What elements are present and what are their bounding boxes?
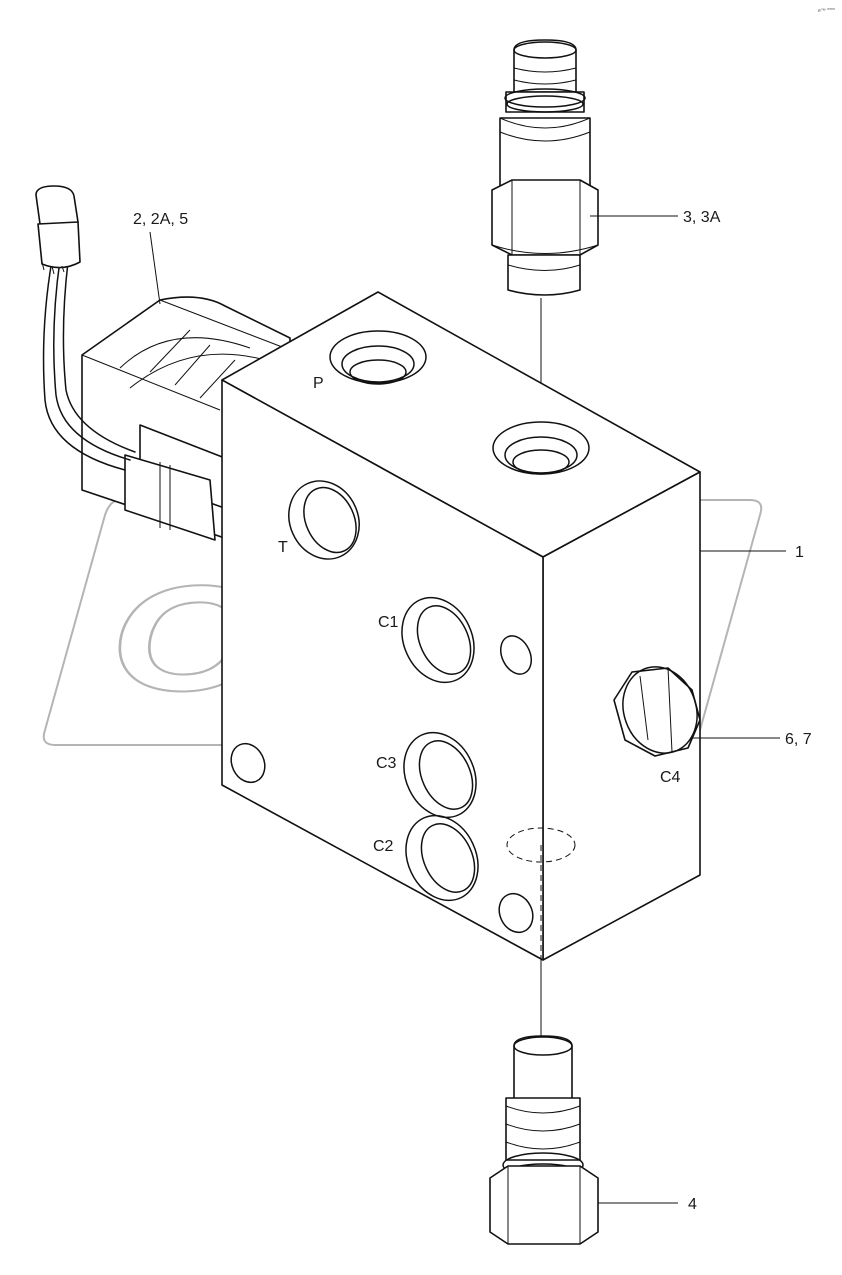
callout-plug: 6, 7 (785, 731, 812, 748)
port-label-c4: C4 (660, 769, 681, 786)
leader-coil (149, 231, 161, 305)
corner-mark: e™ **** (818, 8, 835, 14)
callout-sensor: 3, 3A (683, 209, 721, 226)
electrical-plug (35, 185, 81, 275)
bottom-fitting (489, 960, 599, 1245)
port-label-c1: C1 (378, 614, 399, 631)
callout-fitting: 4 (688, 1196, 697, 1213)
pressure-sensor (491, 39, 599, 460)
port-label-p: P (313, 375, 324, 392)
c4-plug (613, 666, 701, 757)
port-label-t: T (278, 539, 288, 556)
callout-coil: 2, 2A, 5 (133, 211, 188, 228)
valve-body-front-face (221, 379, 544, 961)
port-label-c3: C3 (376, 755, 397, 772)
port-label-c2: C2 (373, 838, 394, 855)
leader-lines (149, 215, 786, 1204)
valve-body (221, 291, 701, 961)
connector-wires (42, 259, 136, 471)
callout-body: 1 (795, 544, 804, 561)
